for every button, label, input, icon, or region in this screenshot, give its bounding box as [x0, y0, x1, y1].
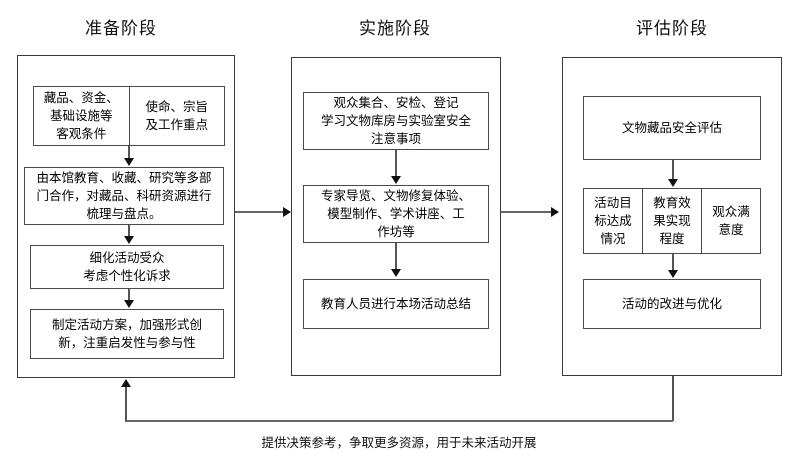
column-title-evaluation: 评估阶段 — [636, 19, 708, 39]
arrowhead-eval-2 — [668, 270, 678, 278]
connector-prep-2 — [128, 225, 130, 238]
cell-objective-conditions: 藏品、资金、基础设施等客观条件 — [43, 89, 119, 142]
feedback-line-down — [672, 376, 674, 421]
node-activity-plan: 制定活动方案，加强形式创新，注重启发性与参与性 — [30, 309, 224, 359]
arrowhead-prep-2 — [124, 236, 134, 244]
connector-impl-to-eval — [501, 211, 553, 213]
connector-impl-1 — [395, 150, 397, 178]
arrowhead-prep-1 — [124, 158, 134, 166]
arrowhead-prep-to-impl — [283, 207, 291, 217]
connector-eval-2 — [672, 254, 674, 272]
arrowhead-impl-to-eval — [551, 207, 559, 217]
node-assembly-security-registration: 观众集合、安检、登记学习文物库房与实验室安全注意事项 — [303, 92, 489, 150]
connector-prep-3 — [128, 289, 130, 302]
node-resources-and-mission: 藏品、资金、基础设施等客观条件 使命、宗旨及工作重点 — [33, 86, 225, 146]
arrowhead-eval-1 — [668, 179, 678, 187]
arrowhead-impl-1 — [391, 176, 401, 184]
column-title-preparation: 准备阶段 — [85, 19, 157, 39]
arrowhead-impl-2 — [391, 269, 401, 277]
feedback-line-horizontal — [125, 420, 673, 422]
feedback-line-up — [125, 387, 127, 421]
node-department-collaboration: 由本馆教育、收藏、研究等多部门合作，对藏品、科研资源进行梳理与盘点。 — [24, 167, 224, 225]
connector-prep-to-impl — [235, 211, 285, 213]
arrowhead-feedback — [121, 379, 131, 387]
column-title-implementation: 实施阶段 — [359, 19, 431, 39]
node-expert-tours-and-workshops: 专家导览、文物修复体验、模型制作、学术讲座、工作坊等 — [303, 185, 489, 243]
node-improvement-and-optimization: 活动的改进与优化 — [583, 279, 761, 329]
node-audience-segmentation: 细化活动受众考虑个性化诉求 — [30, 245, 224, 289]
connector-impl-2 — [395, 243, 397, 271]
node-evaluation-metrics: 活动目标达成情况 教育效果实现程度 观众满意度 — [583, 188, 761, 254]
cell-education-effect: 教育效果实现程度 — [642, 189, 701, 253]
cell-goal-achievement: 活动目标达成情况 — [594, 194, 632, 247]
connector-eval-1 — [672, 160, 674, 181]
node-staff-summary: 教育人员进行本场活动总结 — [303, 279, 489, 329]
node-collection-safety-assessment: 文物藏品安全评估 — [583, 96, 761, 160]
cell-mission-and-priorities: 使命、宗旨及工作重点 — [128, 87, 225, 145]
feedback-caption: 提供决策参考，争取更多资源，用于未来活动开展 — [261, 435, 537, 450]
cell-visitor-satisfaction: 观众满意度 — [701, 189, 760, 253]
arrowhead-prep-3 — [124, 300, 134, 308]
connector-prep-1 — [128, 146, 130, 160]
